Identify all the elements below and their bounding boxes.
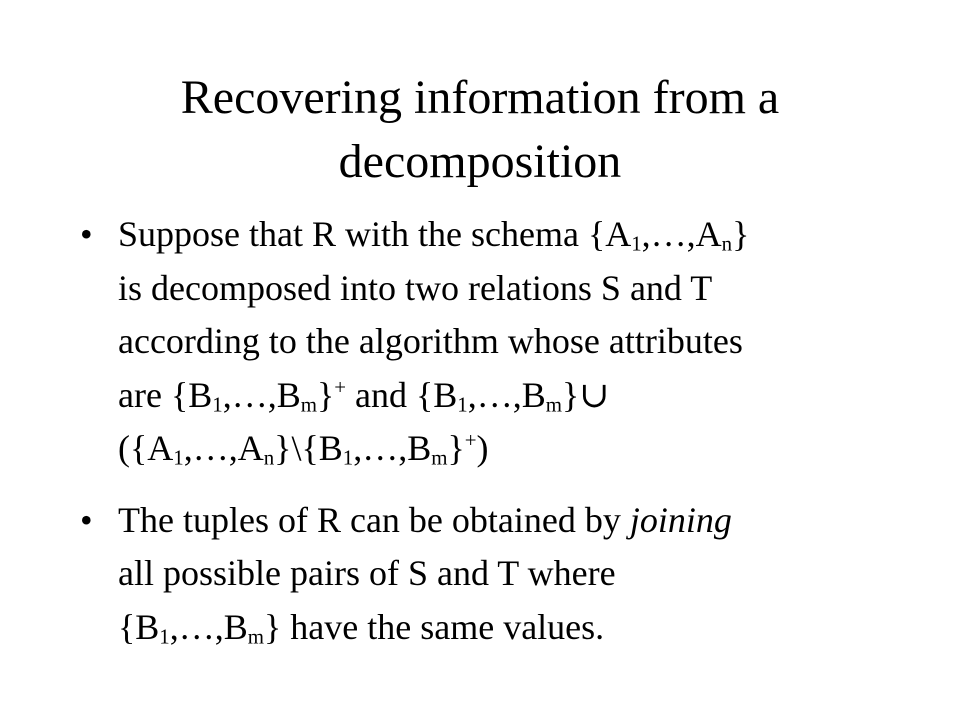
bullet2-line2: all possible pairs of S and T where xyxy=(118,553,616,593)
bullet2-line1: The tuples of R can be obtained by joini… xyxy=(118,499,732,540)
bullet1-line1: Suppose that R with the schema {A1,…,An} xyxy=(118,214,750,256)
bullet-icon: • xyxy=(80,499,93,540)
bullet1-line4: are {B1,…,Bm}+ and {B1,…,Bm}∪ xyxy=(118,374,610,417)
bullet-icon: • xyxy=(80,214,93,254)
bullet-item-join: • The tuples of R can be obtained by joi… xyxy=(80,494,880,655)
bullet1-line5: ({A1,…,An}\{B1,…,Bm}+) xyxy=(118,428,489,470)
title-line-2: decomposition xyxy=(338,135,622,188)
union-symbol: ∪ xyxy=(579,374,610,415)
bullet-item-decomposition: • Suppose that R with the schema {A1,…,A… xyxy=(80,208,880,476)
bullet1-line3: according to the algorithm whose attribu… xyxy=(118,321,743,361)
slide-title: Recovering information from a decomposit… xyxy=(80,66,880,194)
bullet2-line3: {B1,…,Bm} have the same values. xyxy=(118,606,605,649)
bullet1-line2: is decomposed into two relations S and T xyxy=(118,267,713,308)
bullet-list: • Suppose that R with the schema {A1,…,A… xyxy=(80,208,880,654)
title-line-1: Recovering information from a xyxy=(180,71,780,124)
emphasis-joining: joining xyxy=(629,499,732,540)
